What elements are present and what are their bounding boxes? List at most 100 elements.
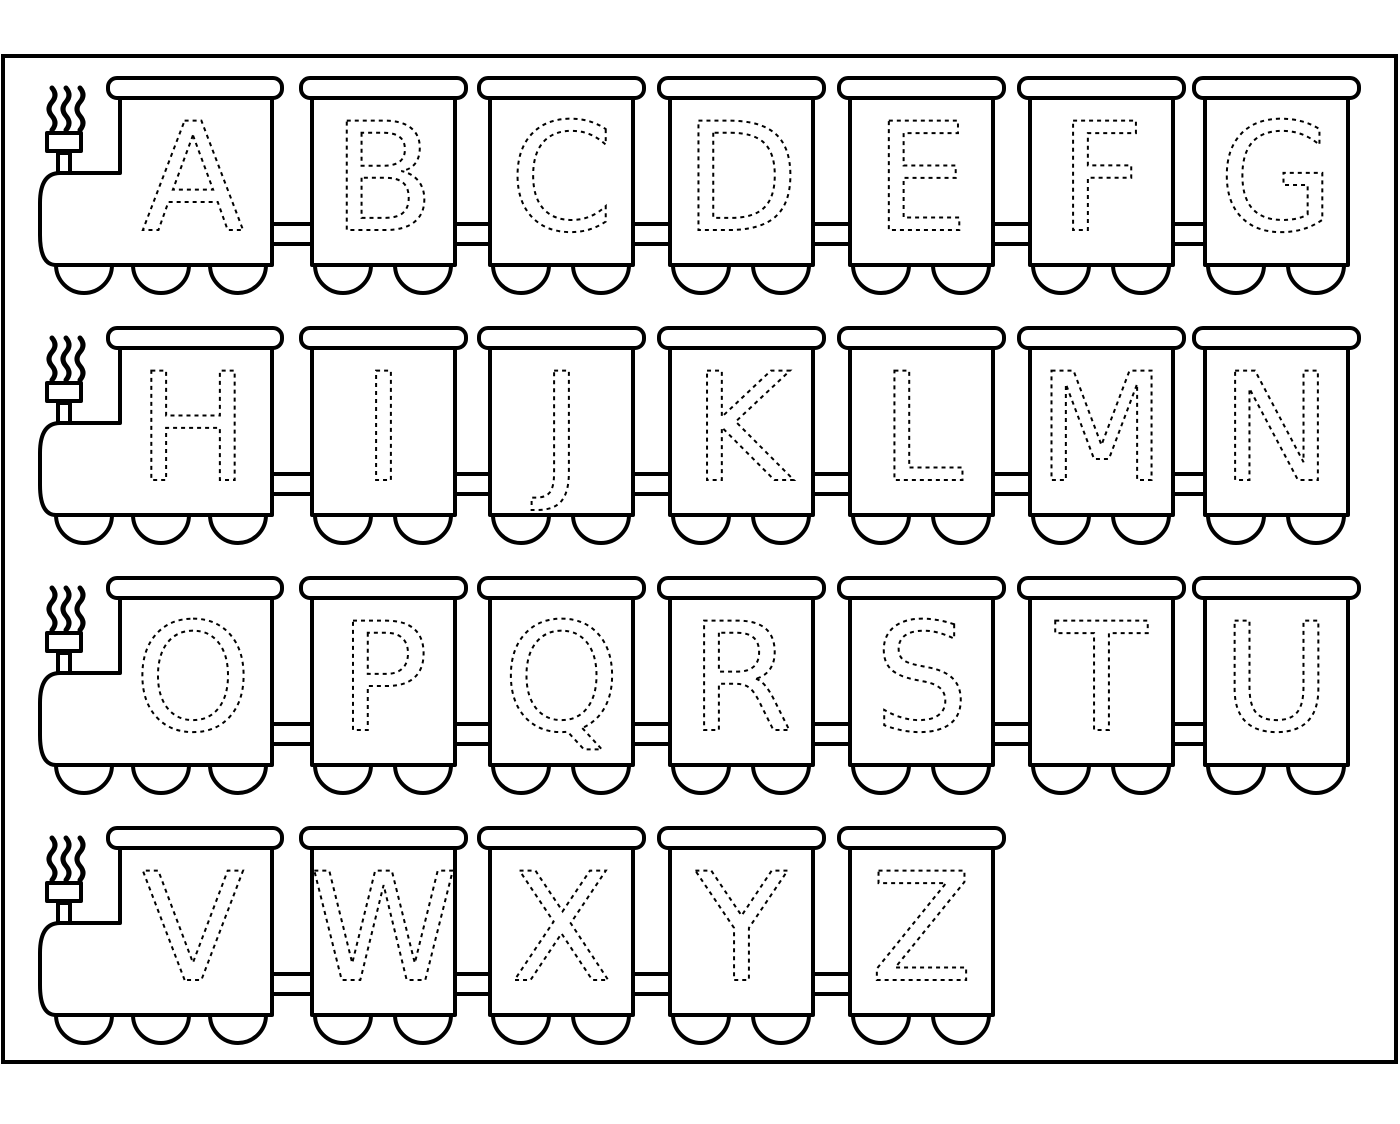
tracing-letter: B [332,92,435,266]
train-wheel [751,763,811,795]
train-car-roof [299,326,468,350]
engine-roof [106,326,284,350]
train-car-roof [837,326,1006,350]
train-wheel [1286,763,1346,795]
train-wheel [313,763,373,795]
tracing-letter: G [1218,92,1334,266]
train-wheel [571,763,631,795]
train-wheel [1111,513,1171,545]
tracing-letter: C [509,92,614,266]
train-wheel [851,1013,911,1045]
train-car-body [488,595,635,767]
train-wheel [851,513,911,545]
train-wheel [1111,263,1171,295]
tracing-letter: Y [695,842,788,1016]
train-wheel [393,1013,453,1045]
train-car: Z [837,826,1006,1045]
train-car-body [668,845,815,1017]
train-wheel [571,1013,631,1045]
smoke-icon [46,85,58,133]
train-wheel [131,1013,191,1045]
train-car-roof [837,576,1006,600]
tracing-letter: K [692,342,794,516]
train-wheel [54,763,114,795]
train-wheel [208,763,268,795]
train-wheel [1031,763,1091,795]
smoke-icon [46,835,58,883]
train-wheel [571,263,631,295]
tracing-letter: Q [502,592,620,766]
train-wheel [571,513,631,545]
train-wheel [751,513,811,545]
train-car-roof [657,76,826,100]
train-wheel [671,1013,731,1045]
tracing-letter: J [531,342,583,516]
train-car: K [657,326,826,545]
engine-body [38,345,274,517]
train-car-body [310,845,457,1017]
train-wheel [1111,763,1171,795]
train-car-body [488,845,635,1017]
smoke-icon [74,835,86,883]
engine-letter: H [137,342,250,516]
train-car: N [1192,326,1361,545]
train-wheel [491,263,551,295]
train-wheel [491,513,551,545]
train-car-roof [477,576,646,600]
train-car-roof [299,576,468,600]
smoke-icon [60,335,72,383]
train-wheel [393,763,453,795]
train-car-roof [477,76,646,100]
train-car: E [837,76,1006,295]
smoke-icon [46,585,58,633]
train-car: U [1192,576,1361,795]
train-car: G [1192,76,1361,295]
train-car: D [657,76,826,295]
train-car: Q [477,576,646,795]
train-car: J [477,326,646,545]
train-car-roof [657,326,826,350]
tracing-letter: X [510,842,613,1016]
train-car-body [668,595,815,767]
train-car-roof [657,576,826,600]
train-wheel [208,513,268,545]
train-wheel [313,1013,373,1045]
smoke-icon [74,335,86,383]
train-car-roof [1192,326,1361,350]
tracing-letter: F [1058,92,1144,266]
smoke-icon [74,585,86,633]
train-wheel [131,263,191,295]
train-wheel [1206,513,1266,545]
train-wheel [313,513,373,545]
train-car-body [848,595,995,767]
train-car-body [1028,595,1175,767]
train-car-body [310,595,457,767]
tracing-letter: S [874,592,969,766]
train-wheel [54,1013,114,1045]
train-car-body [848,345,995,517]
train-car-roof [477,326,646,350]
train-wheel [671,513,731,545]
train-engine: A [38,76,284,295]
engine-chimney-cap [45,631,83,653]
train-wheel [1286,263,1346,295]
train-wheel [54,263,114,295]
smoke-icon [60,585,72,633]
smoke-icon [60,835,72,883]
tracing-letter: P [338,592,428,766]
train-car: I [299,326,468,545]
train-wheel [491,1013,551,1045]
train-car-body [1203,595,1350,767]
train-wheel [931,513,991,545]
train-wheel [54,513,114,545]
train-wheel [313,263,373,295]
train-car: W [299,826,468,1045]
train-car: L [837,326,1006,545]
tracing-letter: N [1220,342,1332,516]
train-car-roof [299,826,468,850]
engine-body [38,595,274,767]
